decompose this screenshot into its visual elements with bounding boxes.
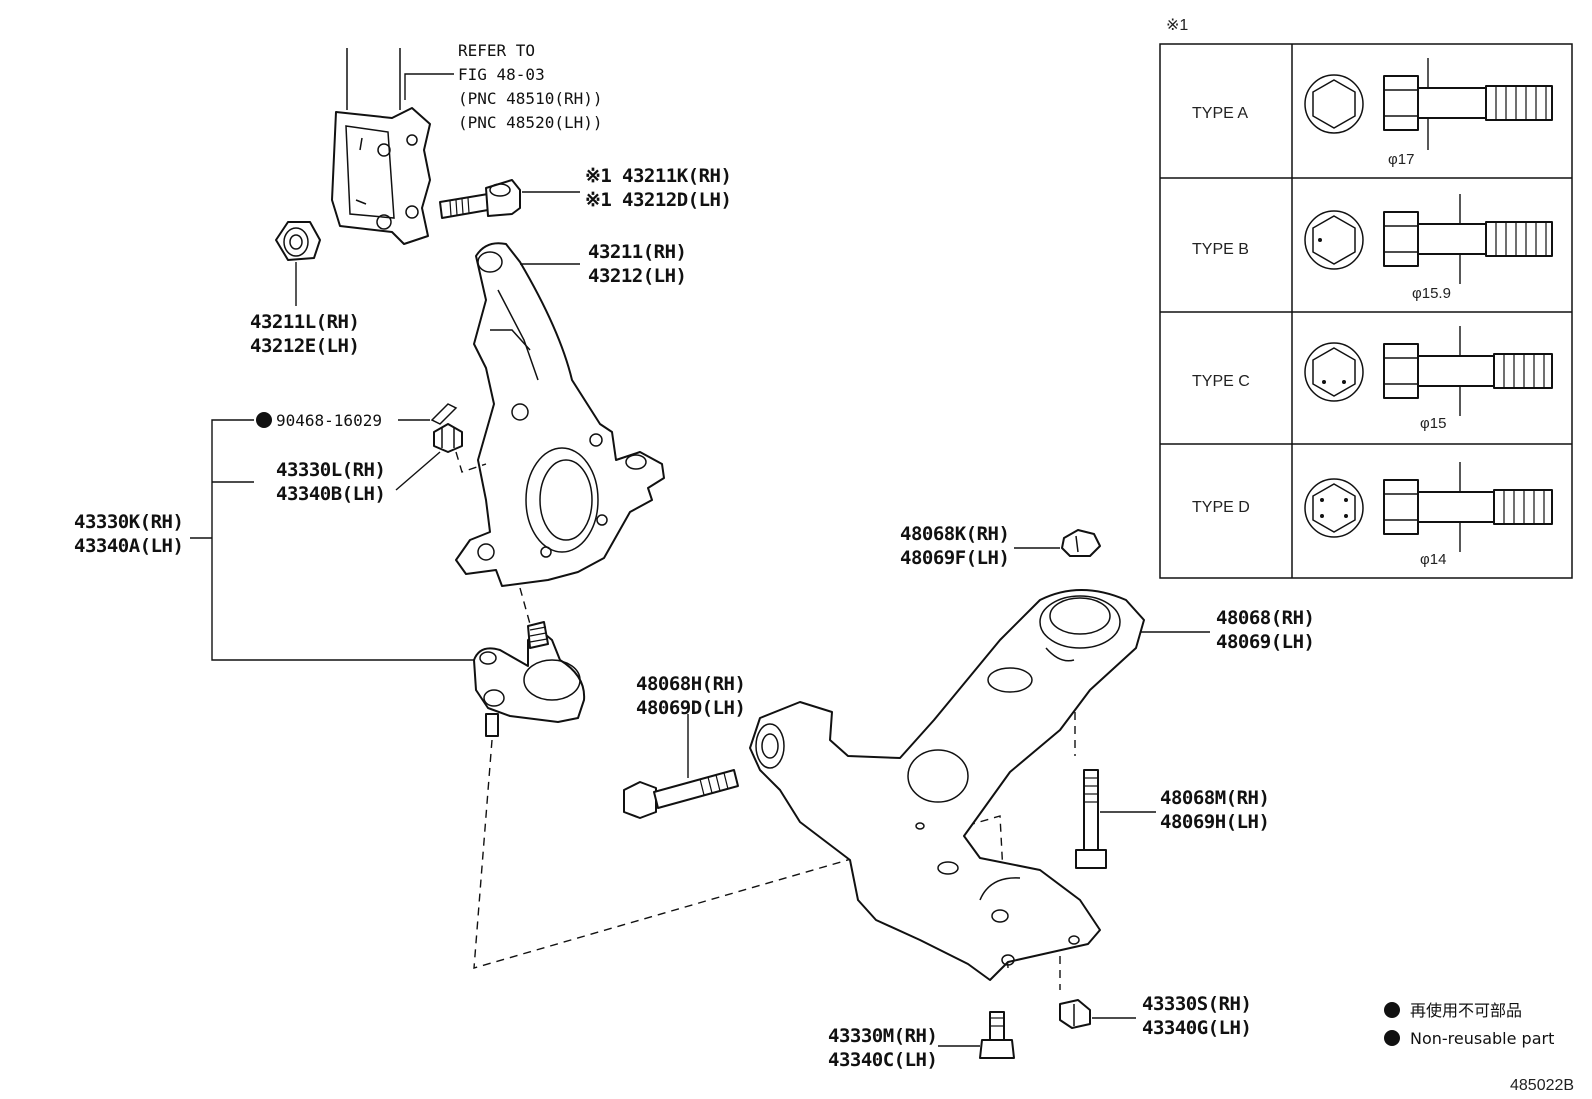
label-ball-nut-lh: 43340B(LH) (276, 483, 385, 505)
type-c-dim: φ15 (1420, 415, 1446, 432)
arm-rear-bolt (1075, 769, 1107, 869)
arm-nut (1061, 529, 1101, 557)
label-bj-bolt-rh: 43330M(RH) (828, 1025, 937, 1047)
label-ball-joint-lh: 43340A(LH) (74, 535, 183, 557)
label-arm-rh: 48068(RH) (1216, 607, 1314, 629)
refer-note-line-4: (PNC 48520(LH)) (458, 113, 603, 132)
lower-control-arm (749, 589, 1145, 981)
legend-ja: 再使用不可部品 (1410, 1001, 1522, 1020)
ball-joint-bolt (979, 1011, 1015, 1059)
steering-knuckle (455, 242, 665, 587)
type-d-label: TYPE D (1192, 499, 1250, 516)
type-d-dim: φ14 (1420, 551, 1446, 568)
arm-front-bolt (623, 769, 739, 819)
legend-en: Non-reusable part (1410, 1029, 1554, 1048)
strut-bracket (331, 48, 431, 245)
label-bj-nut-lh: 43340G(LH) (1142, 1017, 1251, 1039)
label-arm-bolt-d-lh: 48069D(LH) (636, 697, 745, 719)
label-arm-bolt-m-rh: 48068M(RH) (1160, 787, 1269, 809)
non-reusable-mark (256, 412, 272, 428)
refer-note-line-1: REFER TO (458, 41, 535, 60)
type-a-dim: φ17 (1388, 151, 1414, 168)
type-b-dim: φ15.9 (1412, 285, 1451, 302)
refer-note-line-2: FIG 48-03 (458, 65, 545, 84)
flange-nut (275, 221, 321, 261)
label-ball-nut-rh: 43330L(RH) (276, 459, 385, 481)
type-a-drawing: φ17 (1304, 58, 1553, 168)
label-bj-nut-rh: 43330S(RH) (1142, 993, 1251, 1015)
type-b-label: TYPE B (1192, 241, 1249, 258)
camber-bolt (439, 179, 521, 219)
label-knuckle-rh: 43211(RH) (588, 241, 686, 263)
table-header: ※1 (1166, 17, 1188, 34)
refer-note-line-3: (PNC 48510(RH)) (458, 89, 603, 108)
type-c-label: TYPE C (1192, 373, 1250, 390)
bolt-type-table: ※1 TYPE A TYPE B TYPE C TYPE D φ17 (1159, 17, 1573, 579)
label-arm-nut-lh: 48069F(LH) (900, 547, 1009, 569)
figure-id: 485022B (1510, 1077, 1574, 1094)
legend-dot-ja (1384, 1002, 1400, 1018)
refer-note: REFER TO FIG 48-03 (PNC 48510(RH)) (PNC … (404, 41, 603, 132)
label-arm-nut-rh: 48068K(RH) (900, 523, 1009, 545)
label-ball-joint-rh: 43330K(RH) (74, 511, 183, 533)
label-nut-l-rh: 43211L(RH) (250, 311, 359, 333)
ball-joint-bracket (211, 419, 478, 661)
type-a-label: TYPE A (1192, 105, 1248, 122)
label-nut-e-lh: 43212E(LH) (250, 335, 359, 357)
label-knuckle-lh: 43212(LH) (588, 265, 686, 287)
label-bolt-k-rh: 43211K(RH) (622, 165, 731, 187)
label-cotter-pin: 90468-16029 (276, 411, 382, 430)
label-arm-bolt-h-lh: 48069H(LH) (1160, 811, 1269, 833)
cotter-pin (430, 403, 458, 425)
label-arm-bolt-h-rh: 48068H(RH) (636, 673, 745, 695)
label-arm-lh: 48069(LH) (1216, 631, 1314, 653)
label-bj-bolt-lh: 43340C(LH) (828, 1049, 937, 1071)
legend-dot-en (1384, 1030, 1400, 1046)
type-c-drawing: φ15 (1304, 326, 1553, 432)
type-d-drawing: φ14 (1304, 462, 1553, 568)
ball-joint (473, 621, 586, 737)
castle-nut (433, 423, 463, 453)
label-bolt-d-lh: 43212D(LH) (622, 189, 731, 211)
type-b-drawing: φ15.9 (1304, 194, 1553, 302)
legend: 再使用不可部品 Non-reusable part (1384, 1001, 1554, 1048)
mark-bolt-d: ※1 (585, 189, 611, 211)
ball-joint-nut (1059, 999, 1091, 1029)
mark-bolt-k: ※1 (585, 165, 611, 187)
